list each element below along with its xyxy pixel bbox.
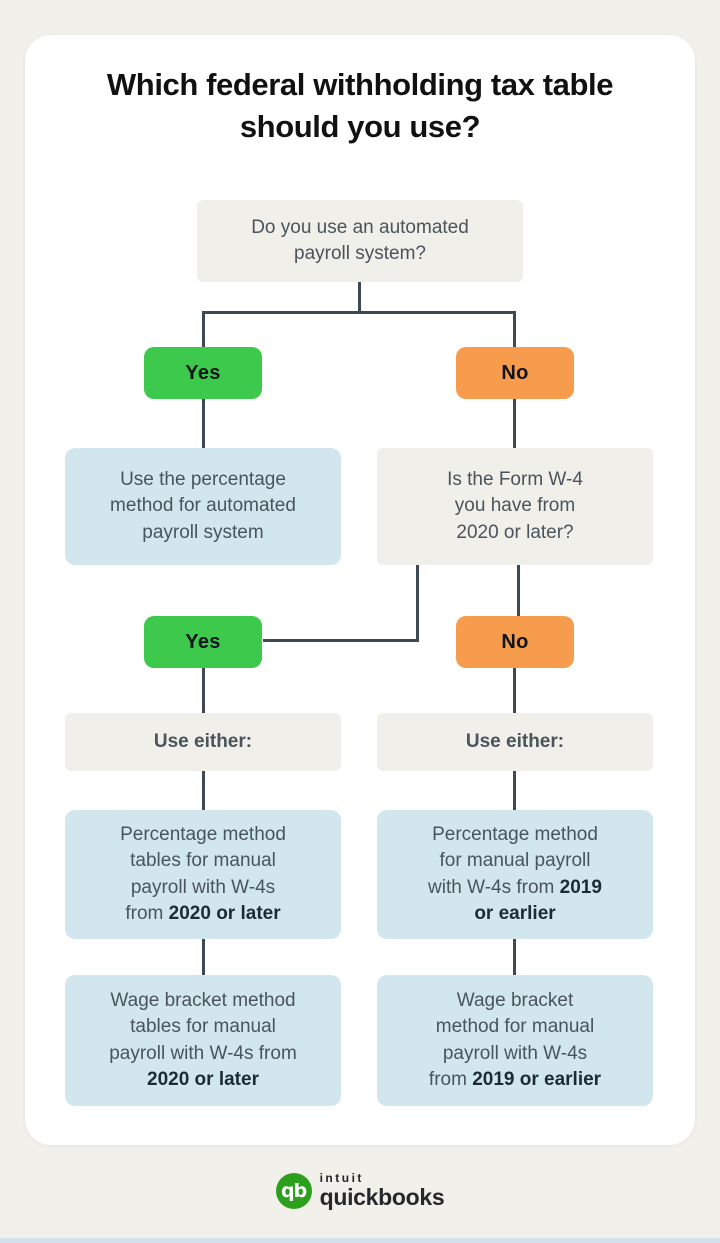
connector-yes2-useeither <box>202 668 205 714</box>
connector-yes1-result <box>202 399 205 449</box>
result-pct-manual-2019: Percentage method for manual payroll wit… <box>377 810 653 939</box>
connector-useeither-pct-right <box>513 771 516 811</box>
result-wage-manual-2020-bold: 2020 or later <box>147 1068 259 1090</box>
use-either-left-text: Use either: <box>153 730 253 752</box>
connector-q2-yes2-horizontal <box>263 639 419 642</box>
connector-no1-q2 <box>513 399 516 449</box>
use-either-left: Use either: <box>65 713 341 771</box>
result-wage-manual-2019-bold: 2019 or earlier <box>472 1068 602 1090</box>
connector-q2-yes2-vertical <box>416 565 419 642</box>
no-button-level2: No <box>456 616 574 668</box>
intuit-quickbooks-logo: qb intuit quickbooks <box>0 1172 720 1209</box>
yes-label: Yes <box>185 630 221 653</box>
result-percentage-automated: Use the percentage method for automated … <box>65 448 341 565</box>
result-pct-manual-2020: Percentage method tables for manual payr… <box>65 810 341 939</box>
use-either-right: Use either: <box>377 713 653 771</box>
question-w4-year-text: Is the Form W-4 you have from 2020 or la… <box>447 469 583 543</box>
yes-label: Yes <box>185 361 221 384</box>
no-label: No <box>501 361 529 384</box>
question-w4-year: Is the Form W-4 you have from 2020 or la… <box>377 448 653 565</box>
quickbooks-icon-letters: qb <box>280 1179 307 1202</box>
result-pct-manual-2020-bold: 2020 or later <box>168 902 281 924</box>
connector-q1-stem <box>358 282 361 313</box>
connector-pct-wage-left <box>202 939 205 975</box>
connector-to-no1 <box>513 311 516 349</box>
intuit-wordmark: intuit <box>319 1171 364 1185</box>
yes-button-level1: Yes <box>144 347 262 399</box>
connector-to-yes1 <box>202 311 205 349</box>
result-wage-manual-2019-text: Wage bracket method for manual payroll w… <box>428 990 595 1090</box>
result-percentage-automated-text: Use the percentage method for automated … <box>110 469 296 543</box>
connector-q2-no2 <box>517 565 520 617</box>
result-wage-manual-2020-text: Wage bracket method tables for manual pa… <box>109 990 297 1064</box>
connector-pct-wage-right <box>513 939 516 975</box>
quickbooks-wordmark: quickbooks <box>319 1184 445 1210</box>
page-title: Which federal withholding tax table shou… <box>106 67 614 144</box>
no-label: No <box>501 630 529 653</box>
bottom-strip <box>0 1238 720 1243</box>
no-button-level1: No <box>456 347 574 399</box>
connector-useeither-pct-left <box>202 771 205 811</box>
question-automated-payroll: Do you use an automated payroll system? <box>197 200 523 282</box>
result-wage-manual-2019: Wage bracket method for manual payroll w… <box>377 975 653 1106</box>
brand-wordmark: intuit quickbooks <box>320 1172 445 1209</box>
use-either-right-text: Use either: <box>465 730 565 752</box>
result-pct-manual-2019-bold: 2019 or earlier <box>474 876 602 924</box>
result-pct-manual-2019-text: Percentage method for manual payroll wit… <box>428 824 598 898</box>
connector-no2-useeither <box>513 668 516 714</box>
connector-q1-branch <box>202 311 516 314</box>
question-automated-payroll-text: Do you use an automated payroll system? <box>251 216 469 264</box>
quickbooks-icon: qb <box>275 1172 312 1209</box>
yes-button-level2: Yes <box>144 616 262 668</box>
result-wage-manual-2020: Wage bracket method tables for manual pa… <box>65 975 341 1106</box>
result-pct-manual-2020-text: Percentage method tables for manual payr… <box>120 824 286 924</box>
